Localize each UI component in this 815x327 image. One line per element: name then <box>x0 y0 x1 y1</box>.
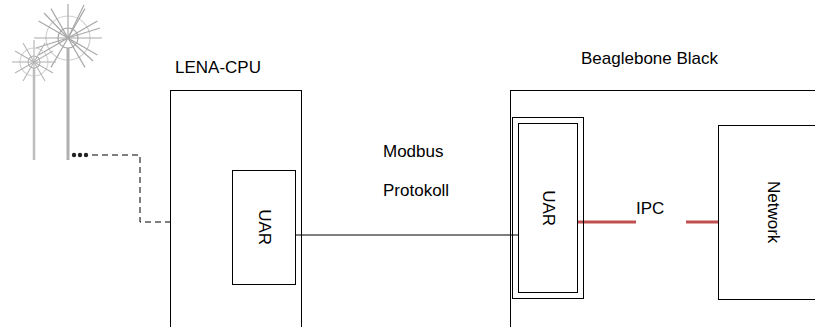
cable-dots <box>72 153 88 157</box>
box-label: Network <box>763 181 783 243</box>
turbine-mast <box>33 68 36 160</box>
device-box: UARLENA-CPU <box>170 90 302 327</box>
turbine-cable <box>92 155 170 222</box>
inner-box: UAR <box>518 123 578 293</box>
turbine-mast <box>67 48 70 160</box>
box-label: UAR <box>538 190 558 226</box>
connector-label: Modbus Protokoll <box>383 132 473 210</box>
box-heading: Beaglebone Black <box>581 49 718 69</box>
inner-box: UAR <box>232 170 296 285</box>
serial-link <box>296 234 518 235</box>
box-label: UAR <box>254 210 274 246</box>
connector-label: IPC <box>636 189 686 228</box>
inner-box: Network <box>718 125 815 300</box>
box-heading: LENA-CPU <box>175 58 261 78</box>
